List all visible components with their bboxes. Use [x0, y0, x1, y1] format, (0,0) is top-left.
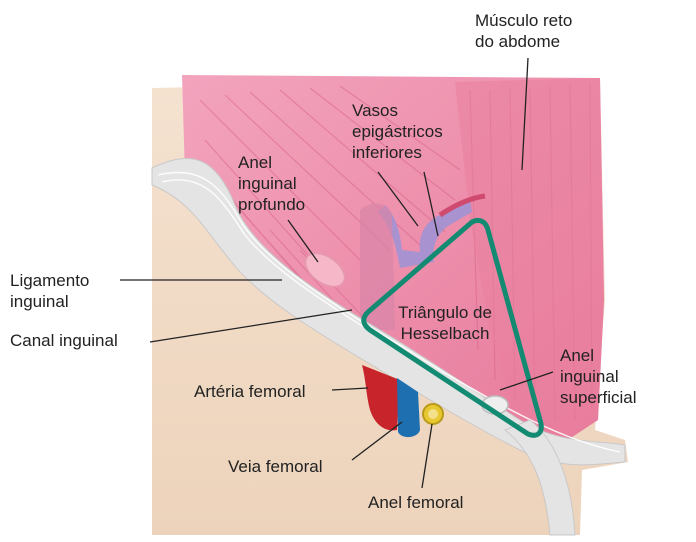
femoral-vein — [397, 378, 420, 438]
leader-arteria — [331, 387, 369, 391]
label-anel-inguinal-superficial: Anel inguinal superficial — [560, 346, 637, 407]
femoral-ring-center — [428, 409, 438, 419]
label-anel-inguinal-profundo: Anel inguinal profundo — [238, 153, 306, 214]
leader-anel-profundo — [287, 219, 319, 263]
leader-musculo-reto — [521, 57, 529, 171]
inguinal-ligament — [151, 157, 626, 466]
hesselbach-triangle — [361, 217, 544, 438]
leader-canal — [149, 309, 353, 343]
leader-lines — [120, 57, 554, 489]
label-arteria-femoral: Artéria femoral — [194, 382, 306, 401]
leader-vasos-epigastricos-1 — [377, 171, 419, 227]
label-veia-femoral: Veia femoral — [228, 457, 323, 476]
label-anel-femoral: Anel femoral — [368, 493, 464, 512]
label-vasos-epigastricos: Vasos epigástricos inferiores — [352, 101, 443, 162]
deep-ring — [304, 252, 346, 288]
label-ligamento-inguinal: Ligamento inguinal — [10, 271, 90, 311]
epigastric-artery — [438, 193, 486, 218]
leader-vasos-epigastricos-2 — [423, 171, 439, 237]
femoral-artery — [362, 365, 400, 431]
label-musculo-reto: Músculo reto do abdome — [475, 11, 573, 51]
label-triangulo-hesselbach: Triângulo de Hesselbach — [398, 303, 492, 343]
label-canal-inguinal: Canal inguinal — [10, 331, 118, 350]
ligament-lower-curve — [504, 419, 576, 536]
leader-anel-superficial — [499, 371, 554, 391]
rectus-abdominis — [455, 78, 604, 440]
leader-veia — [351, 421, 403, 461]
leader-anel-femoral — [421, 423, 433, 489]
epigastric-vein — [378, 200, 472, 268]
